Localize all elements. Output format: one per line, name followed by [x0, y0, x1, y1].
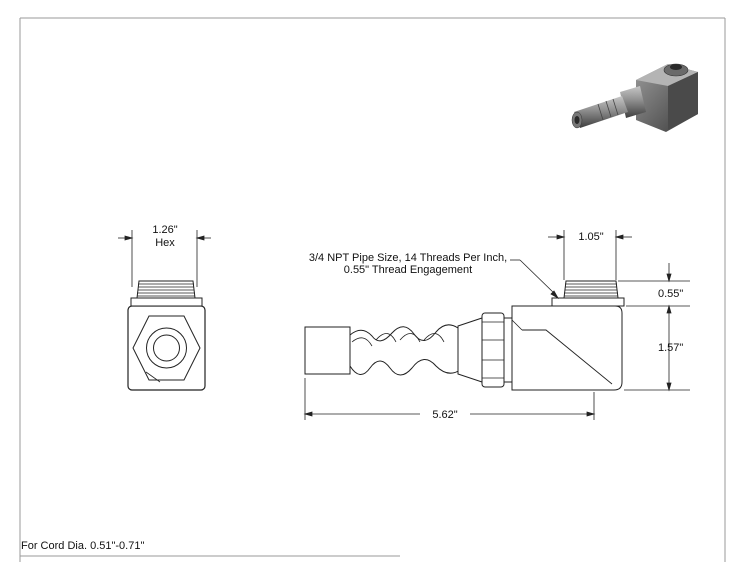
hex-nut-outline	[132, 315, 201, 381]
side-view	[304, 280, 625, 391]
grip-collar	[503, 317, 513, 383]
front-thread-lines	[137, 283, 195, 297]
front-view	[127, 280, 206, 391]
cord-end	[304, 326, 351, 375]
side-thread	[563, 280, 619, 299]
strain-relief-spring	[349, 324, 461, 376]
hex-dimension-label: Hex	[155, 237, 175, 249]
overall-length-value: 5.62"	[420, 409, 470, 422]
elbow-flange	[551, 297, 625, 307]
product-3d-render	[571, 63, 698, 132]
footer-note: For Cord Dia. 0.51"-0.71"	[21, 540, 145, 552]
thread-od-value: 1.05"	[578, 231, 604, 243]
hex-dimension-value: 1.26"	[152, 224, 178, 236]
thread-od-dimension	[548, 230, 632, 280]
body-height-value: 1.57"	[658, 342, 684, 354]
hex-dimension	[118, 230, 211, 287]
thread-length-value: 0.55"	[658, 288, 684, 300]
front-bore-outer	[146, 327, 187, 369]
sheet-border	[19, 17, 726, 562]
thread-note-line2: 0.55" Thread Engagement	[343, 264, 473, 276]
grip-taper	[457, 317, 483, 383]
thread-note-leader	[510, 259, 560, 300]
grip-nut	[481, 312, 505, 388]
thread-note-line1: 3/4 NPT Pipe Size, 14 Threads Per Inch,	[308, 252, 508, 264]
elbow-body	[511, 305, 623, 391]
front-bore-inner	[153, 334, 180, 362]
vertical-dimensions	[618, 263, 690, 392]
